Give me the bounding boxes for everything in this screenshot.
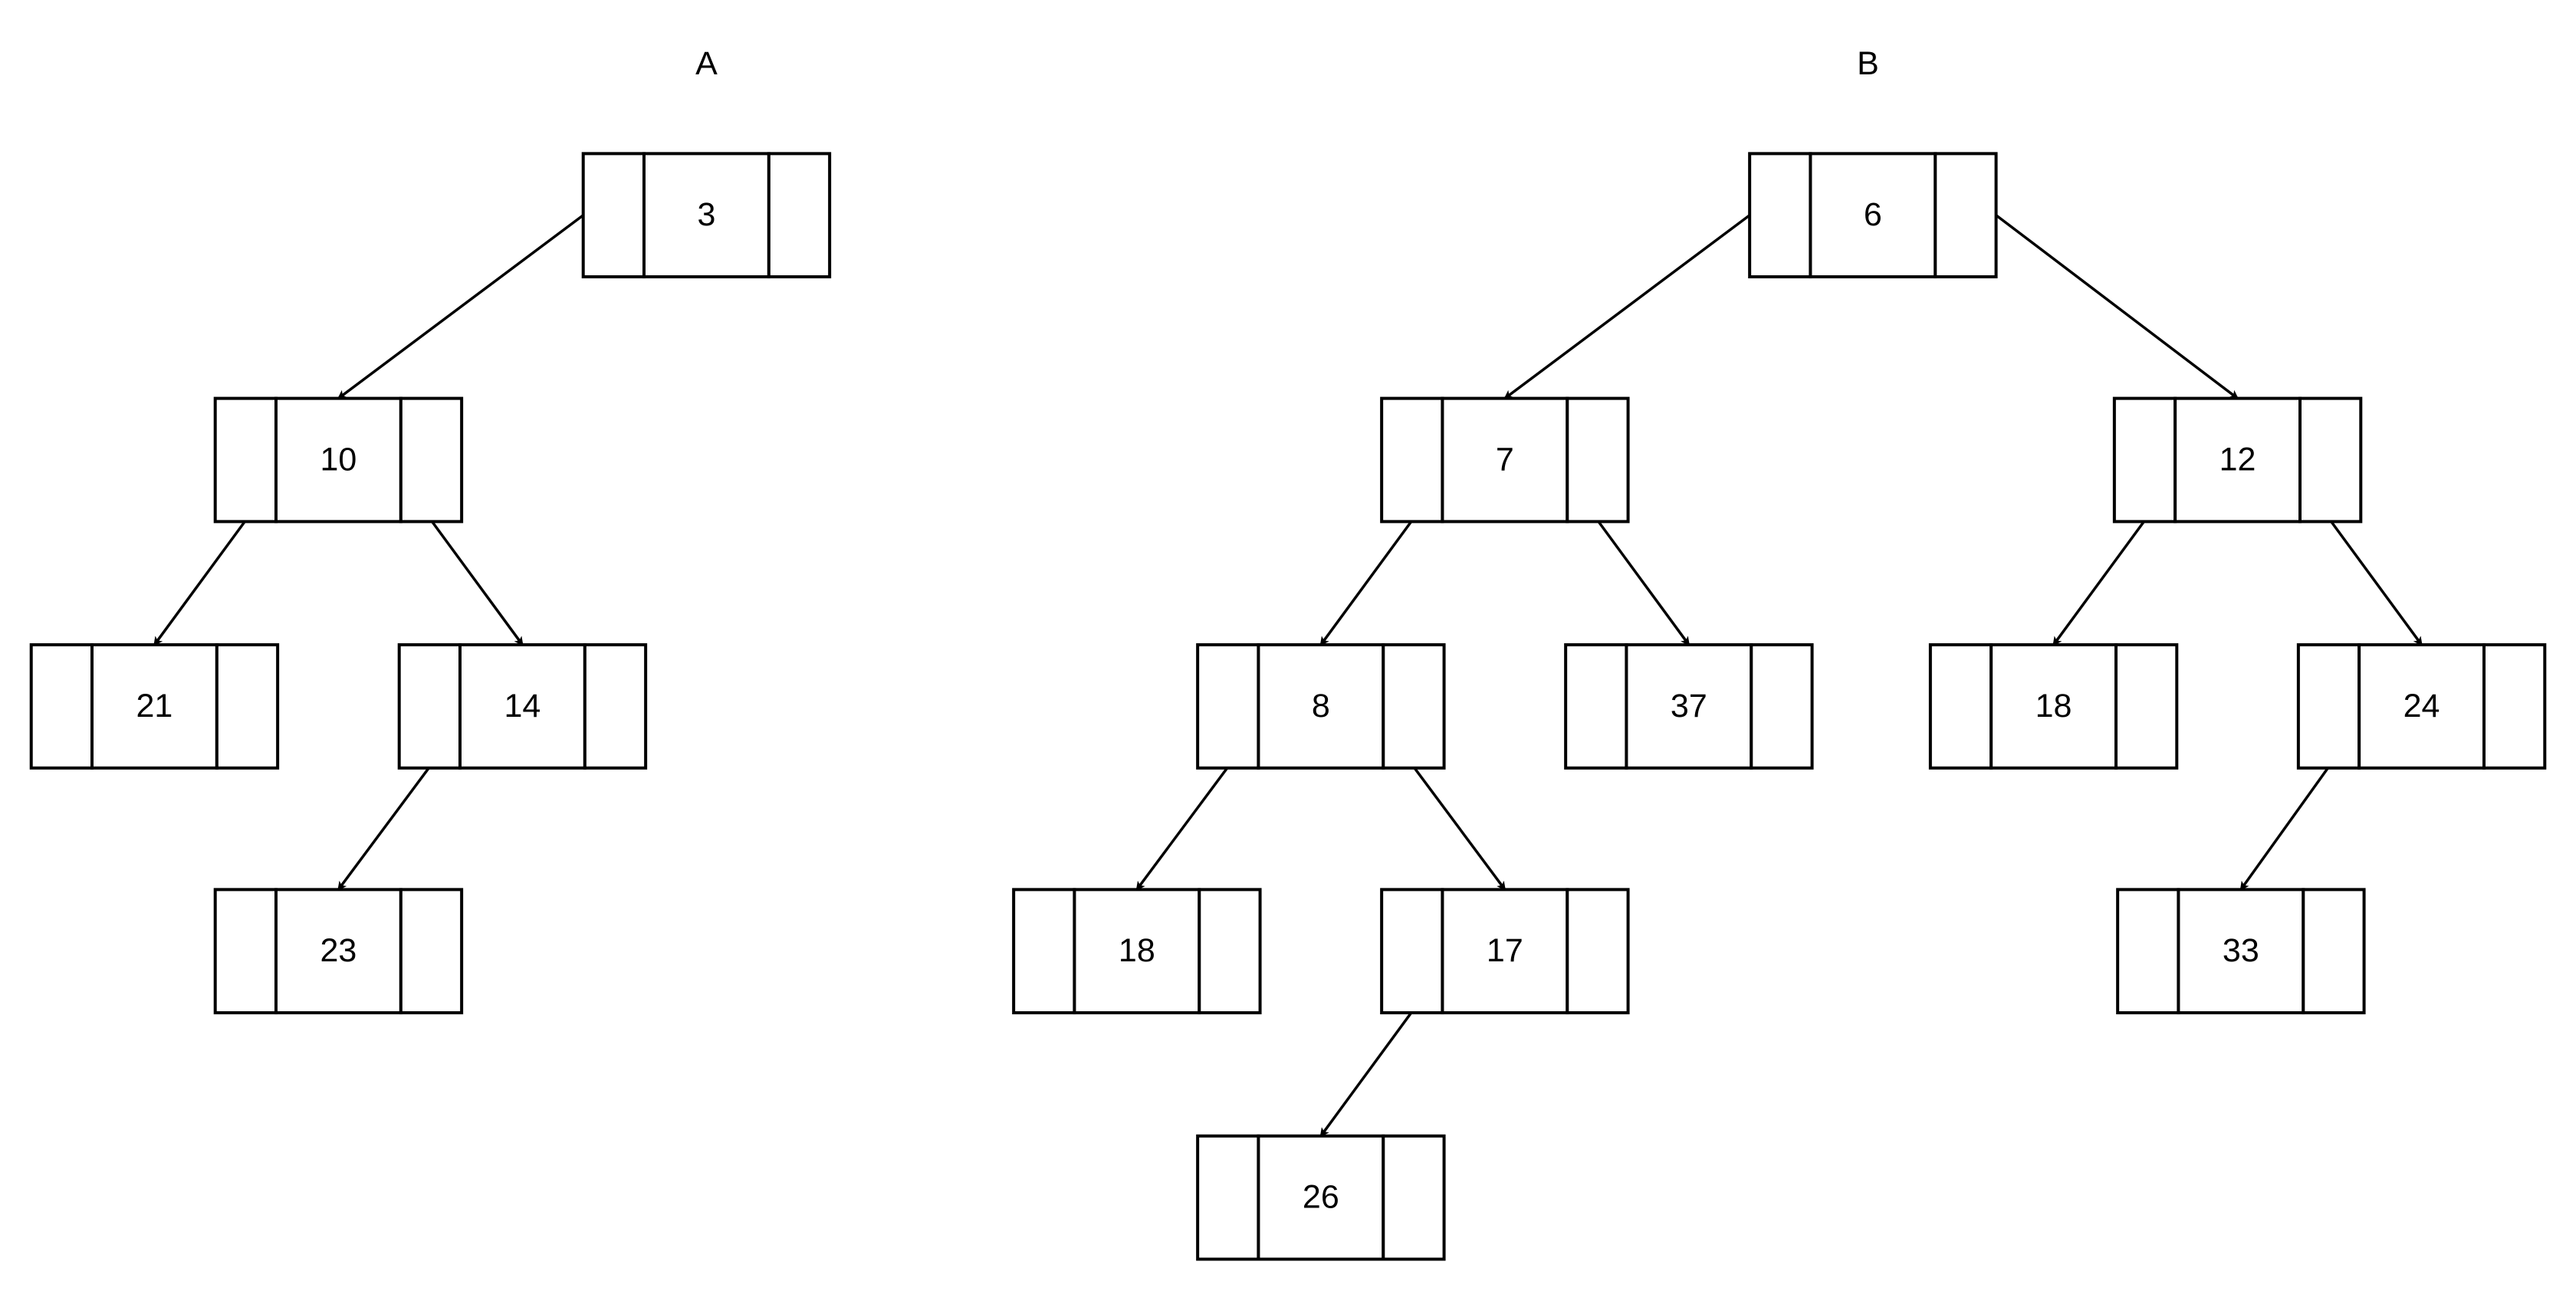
right-pointer-cell (583, 643, 648, 770)
node-value-label: 37 (1671, 688, 1707, 724)
value-cell (1257, 643, 1385, 770)
value-cell (1257, 1134, 1385, 1261)
value-cell (274, 396, 402, 524)
tree-node-b7: 7 (1380, 396, 1630, 524)
value-cell (1073, 888, 1201, 1015)
value-cell (642, 152, 770, 279)
right-pointer-cell (1750, 643, 1814, 770)
edge-b12-to-b18a (2052, 521, 2145, 646)
node-value-label: 33 (2223, 932, 2259, 969)
left-pointer-cell (1012, 888, 1076, 1015)
node-value-label: 24 (2404, 688, 2440, 724)
node-value-label: 6 (1864, 196, 1882, 233)
left-pointer-cell (213, 888, 278, 1015)
tree-node-b8: 8 (1196, 643, 1446, 770)
edge-b24-to-b33 (2239, 767, 2329, 891)
tree-title-b: B (1857, 45, 1879, 82)
node-value-label: 14 (504, 688, 541, 724)
left-pointer-cell (1928, 643, 1993, 770)
tree-node-b26: 26 (1196, 1134, 1446, 1261)
node-value-label: 21 (136, 688, 173, 724)
right-pointer-cell (1382, 1134, 1446, 1261)
tree-node-b17: 17 (1380, 888, 1630, 1015)
left-pointer-cell (1748, 152, 1812, 279)
left-pointer-cell (1564, 643, 1628, 770)
left-pointer-cell (2112, 396, 2177, 524)
node-value-label: 3 (697, 196, 715, 233)
edge-a10-to-a14 (431, 521, 524, 646)
tree-node-b18b: 18 (1012, 888, 1262, 1015)
edge-b7-to-b37 (1597, 521, 1691, 646)
edge-b8-to-b18b (1135, 767, 1229, 891)
right-pointer-cell (2298, 396, 2363, 524)
left-pointer-cell (581, 152, 646, 279)
edge-b17-to-b26 (1319, 1012, 1413, 1138)
left-pointer-cell (1380, 396, 1444, 524)
edge-b6-to-b7 (1503, 214, 1751, 400)
value-cell (274, 888, 402, 1015)
tree-node-a14: 14 (397, 643, 648, 770)
right-pointer-cell (1198, 888, 1262, 1015)
right-pointer-cell (399, 888, 464, 1015)
edge-b6-to-b12 (1995, 214, 2239, 400)
left-pointer-cell (29, 643, 94, 770)
tree-node-b37: 37 (1564, 643, 1814, 770)
edge-b12-to-b24 (2330, 521, 2423, 646)
edge-a10-to-a21 (153, 521, 246, 646)
right-pointer-cell (2482, 643, 2547, 770)
tree-node-b12: 12 (2112, 396, 2363, 524)
node-value-label: 10 (320, 441, 357, 478)
tree-node-a23: 23 (213, 888, 464, 1015)
left-pointer-cell (2296, 643, 2361, 770)
left-pointer-cell (2116, 888, 2180, 1015)
tree-node-b6: 6 (1748, 152, 1998, 279)
left-pointer-cell (1380, 888, 1444, 1015)
right-pointer-cell (399, 396, 464, 524)
left-pointer-cell (1196, 643, 1260, 770)
tree-node-a21: 21 (29, 643, 280, 770)
value-cell (2358, 643, 2486, 770)
tree-node-b24: 24 (2296, 643, 2547, 770)
edge-a3-to-a10 (337, 214, 584, 400)
edge-b8-to-b17 (1413, 767, 1506, 891)
right-pointer-cell (2114, 643, 2179, 770)
tree-node-b18a: 18 (1928, 643, 2179, 770)
left-pointer-cell (1196, 1134, 1260, 1261)
tree-node-b33: 33 (2116, 888, 2366, 1015)
node-value-label: 12 (2220, 441, 2256, 478)
tree-node-a10: 10 (213, 396, 464, 524)
node-value-label: 23 (320, 932, 357, 969)
node-value-label: 18 (2036, 688, 2072, 724)
right-pointer-cell (767, 152, 832, 279)
value-cell (2174, 396, 2302, 524)
value-cell (1441, 888, 1569, 1015)
value-cell (1625, 643, 1753, 770)
left-pointer-cell (213, 396, 278, 524)
right-pointer-cell (2302, 888, 2366, 1015)
edge-b7-to-b8 (1319, 521, 1413, 646)
right-pointer-cell (1934, 152, 1998, 279)
node-value-label: 18 (1119, 932, 1155, 969)
node-value-label: 8 (1312, 688, 1330, 724)
left-pointer-cell (397, 643, 462, 770)
right-pointer-cell (215, 643, 280, 770)
node-value-label: 26 (1303, 1179, 1339, 1216)
edge-a14-to-a23 (337, 767, 430, 891)
right-pointer-cell (1566, 888, 1630, 1015)
value-cell (90, 643, 219, 770)
value-cell (1441, 396, 1569, 524)
tree-node-a3: 3 (581, 152, 832, 279)
right-pointer-cell (1566, 396, 1630, 524)
node-value-label: 7 (1496, 441, 1514, 478)
value-cell (1809, 152, 1937, 279)
tree-title-a: A (695, 45, 718, 82)
node-value-label: 17 (1487, 932, 1523, 969)
right-pointer-cell (1382, 643, 1446, 770)
